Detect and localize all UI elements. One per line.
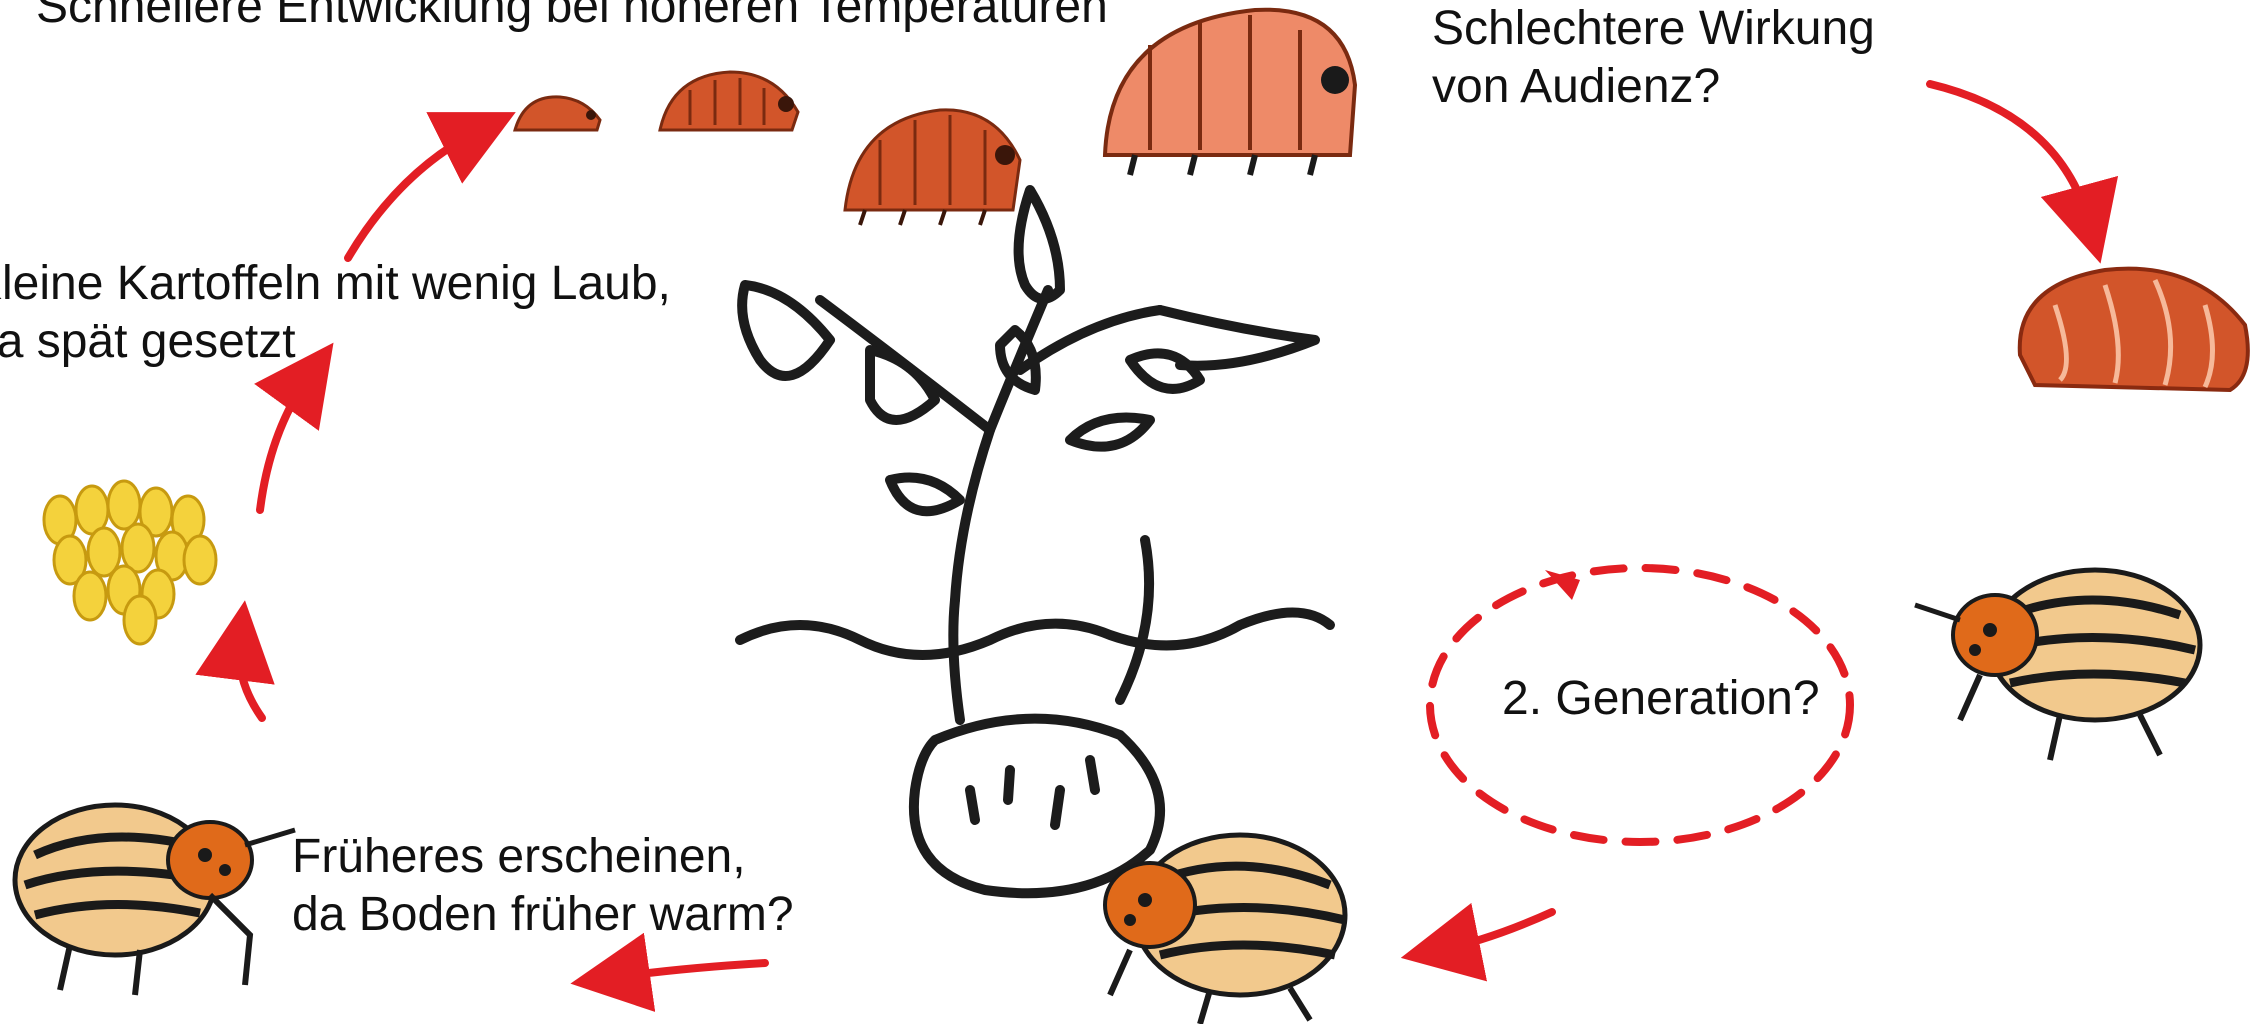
label-generation-text: 2. Generation? — [1502, 670, 1820, 728]
label-generation: 2. Generation? — [1502, 670, 1820, 728]
label-audienz: Schlechtere Wirkung von Audienz? — [1432, 0, 1875, 116]
label-temperature-text: Schnellere Entwicklung bei höheren Tempe… — [36, 0, 1108, 36]
label-frueher-line1: Früheres erscheinen, — [292, 828, 794, 886]
egg-cluster-icon — [44, 481, 216, 644]
label-audienz-line1: Schlechtere Wirkung — [1432, 0, 1875, 58]
label-frueher-line2: da Boden früher warm? — [292, 886, 794, 944]
larva-icon-1 — [515, 97, 600, 130]
potato-plant-icon — [740, 190, 1330, 893]
arrow-bottom-right — [1440, 912, 1552, 950]
arrow-beetle-to-eggs — [239, 640, 262, 718]
arrow-eggs-up — [260, 375, 310, 510]
pupa-icon — [2020, 269, 2248, 390]
colorado-beetle-icon-right — [1915, 570, 2200, 760]
label-kartoffeln: Kleine Kartoffeln mit wenig Laub, da spä… — [0, 255, 671, 371]
colorado-beetle-icon-center — [1105, 835, 1345, 1024]
colorado-beetle-icon-left — [15, 805, 295, 995]
arrow-larva-to-pupa — [1930, 84, 2090, 225]
label-frueher: Früheres erscheinen, da Boden früher war… — [292, 828, 794, 944]
larva-icon-4 — [1105, 10, 1355, 175]
arrow-to-larvae — [348, 130, 480, 258]
label-audienz-line2: von Audienz? — [1432, 58, 1875, 116]
label-temperature: Schnellere Entwicklung bei höheren Tempe… — [36, 0, 1108, 36]
label-kartoffeln-line1: Kleine Kartoffeln mit wenig Laub, — [0, 255, 671, 313]
larva-icon-2 — [660, 72, 798, 130]
larva-icon-3 — [845, 110, 1020, 225]
arrow-bottom-left — [610, 963, 765, 978]
label-kartoffeln-line2: da spät gesetzt — [0, 313, 671, 371]
